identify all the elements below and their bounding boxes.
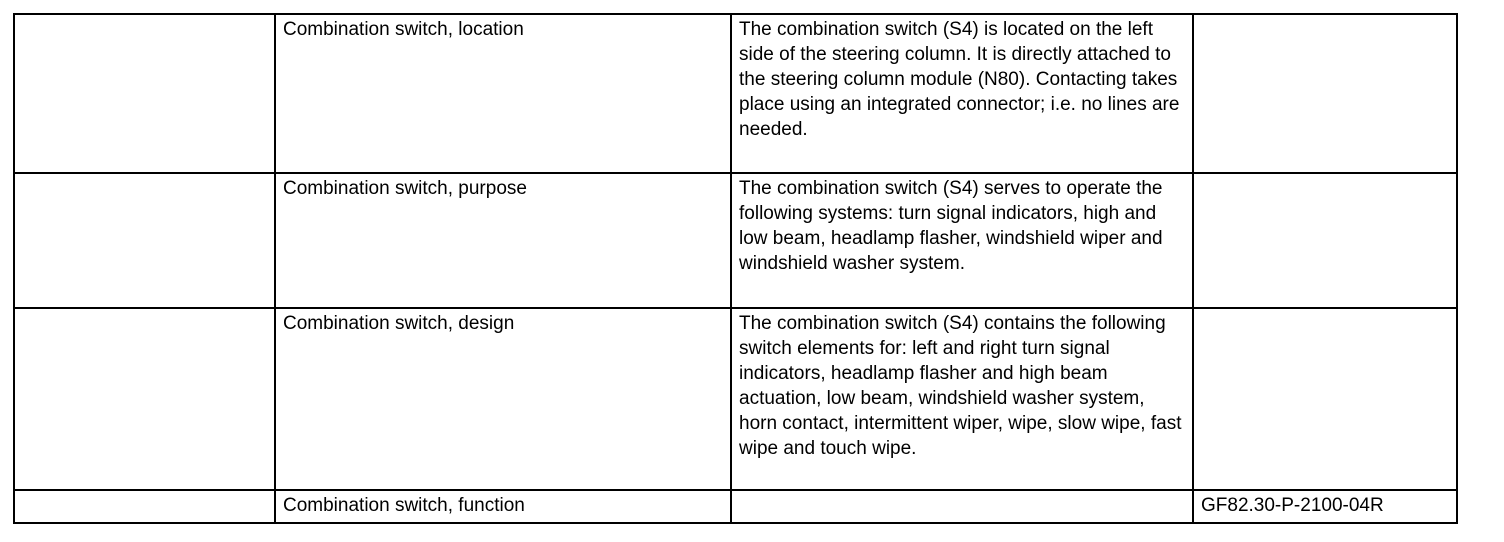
row-code-cell: GF82.30-P-2100-04R — [1192, 489, 1458, 524]
row-code-cell — [1192, 172, 1458, 309]
table-row: Combination switch, design The combinati… — [13, 307, 1458, 491]
row-description-cell: The combination switch (S4) serves to op… — [730, 172, 1194, 309]
row-label-cell: Combination switch, purpose — [274, 172, 732, 309]
row-code-cell — [1192, 307, 1458, 491]
row-description-cell — [730, 489, 1194, 524]
row-label-cell: Combination switch, location — [274, 13, 732, 174]
empty-cell — [13, 172, 276, 309]
row-label-cell: Combination switch, function — [274, 489, 732, 524]
row-code-cell — [1192, 13, 1458, 174]
row-description-cell: The combination switch (S4) is located o… — [730, 13, 1194, 174]
row-label-cell: Combination switch, design — [274, 307, 732, 491]
table-row: Combination switch, function GF82.30-P-2… — [13, 489, 1458, 524]
empty-cell — [13, 13, 276, 174]
empty-cell — [13, 489, 276, 524]
table-row: Combination switch, location The combina… — [13, 13, 1458, 174]
spec-table: Combination switch, location The combina… — [13, 13, 1458, 524]
row-description-cell: The combination switch (S4) contains the… — [730, 307, 1194, 491]
empty-cell — [13, 307, 276, 491]
table-row: Combination switch, purpose The combinat… — [13, 172, 1458, 309]
